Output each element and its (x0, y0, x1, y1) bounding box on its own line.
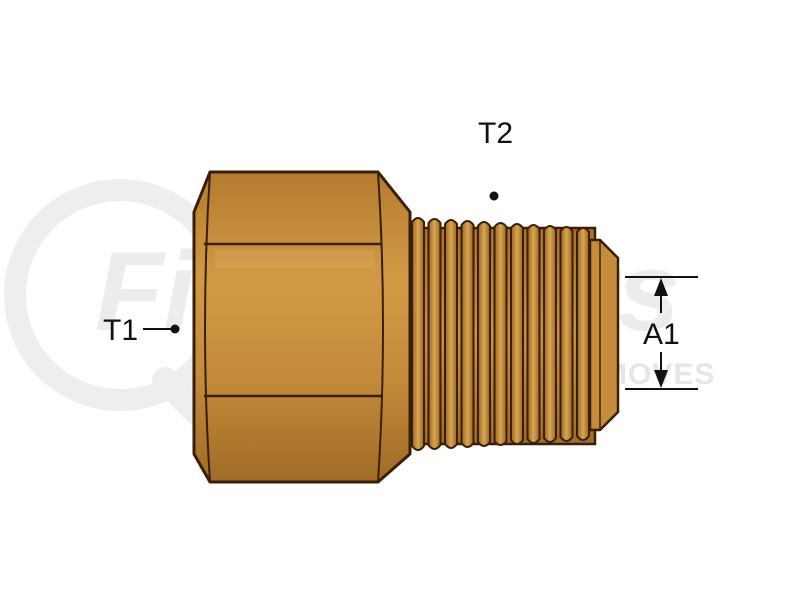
fitting (192, 170, 620, 484)
callout-t1: T1 (103, 314, 180, 347)
t2-marker-dot (489, 191, 499, 201)
thread-crest (510, 223, 524, 445)
hex-chamfer-right (377, 171, 384, 483)
thread-crest (427, 218, 442, 450)
thread-crest (493, 222, 508, 446)
thread-crest (559, 226, 574, 442)
dimension-a1: A1 (625, 276, 698, 390)
hex-highlight (215, 250, 375, 268)
thread-crest (526, 224, 541, 444)
thread-crests (411, 217, 590, 451)
a1-arrow-up-icon (654, 278, 668, 296)
thread-crest (477, 221, 491, 447)
t1-marker-dot (170, 324, 180, 334)
a1-arrow-down-icon (654, 370, 668, 388)
label-t2: T2 (478, 117, 513, 150)
thread-crest (444, 219, 458, 449)
label-t1: T1 (103, 314, 138, 347)
hex-nut (192, 170, 412, 484)
callout-t2: T2 (478, 117, 513, 201)
thread-crest (411, 217, 425, 451)
thread-crest (576, 227, 590, 441)
thread-crest (543, 225, 557, 443)
hex-chamfer-left (204, 171, 211, 483)
thread-crest (460, 220, 475, 448)
label-a1: A1 (643, 318, 680, 351)
flare-tip (588, 238, 620, 432)
